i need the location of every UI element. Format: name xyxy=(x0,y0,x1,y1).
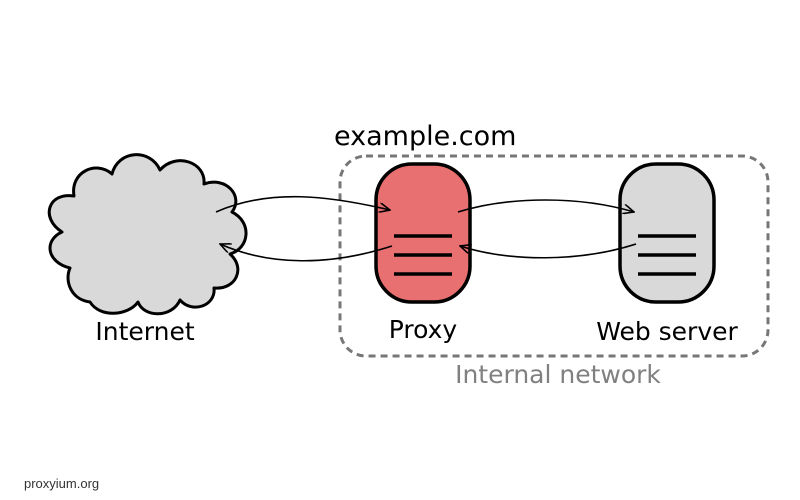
internet-label: Internet xyxy=(95,317,194,346)
footer-site-label: proxyium.org xyxy=(24,476,100,491)
cloud-icon xyxy=(47,153,248,316)
internal-network-label: Internal network xyxy=(455,360,661,389)
server-icon xyxy=(374,162,472,304)
web-server-label: Web server xyxy=(596,317,738,346)
arrow-webserver-to-proxy xyxy=(460,243,637,259)
arrow-proxy-to-webserver xyxy=(457,199,634,212)
server-icon xyxy=(618,162,716,304)
internal-network-boundary xyxy=(338,154,770,358)
domain-label: example.com xyxy=(334,121,516,152)
arrow-proxy-to-internet xyxy=(220,244,393,262)
arrow-internet-to-proxy xyxy=(215,195,390,212)
proxy-label: Proxy xyxy=(389,315,458,344)
